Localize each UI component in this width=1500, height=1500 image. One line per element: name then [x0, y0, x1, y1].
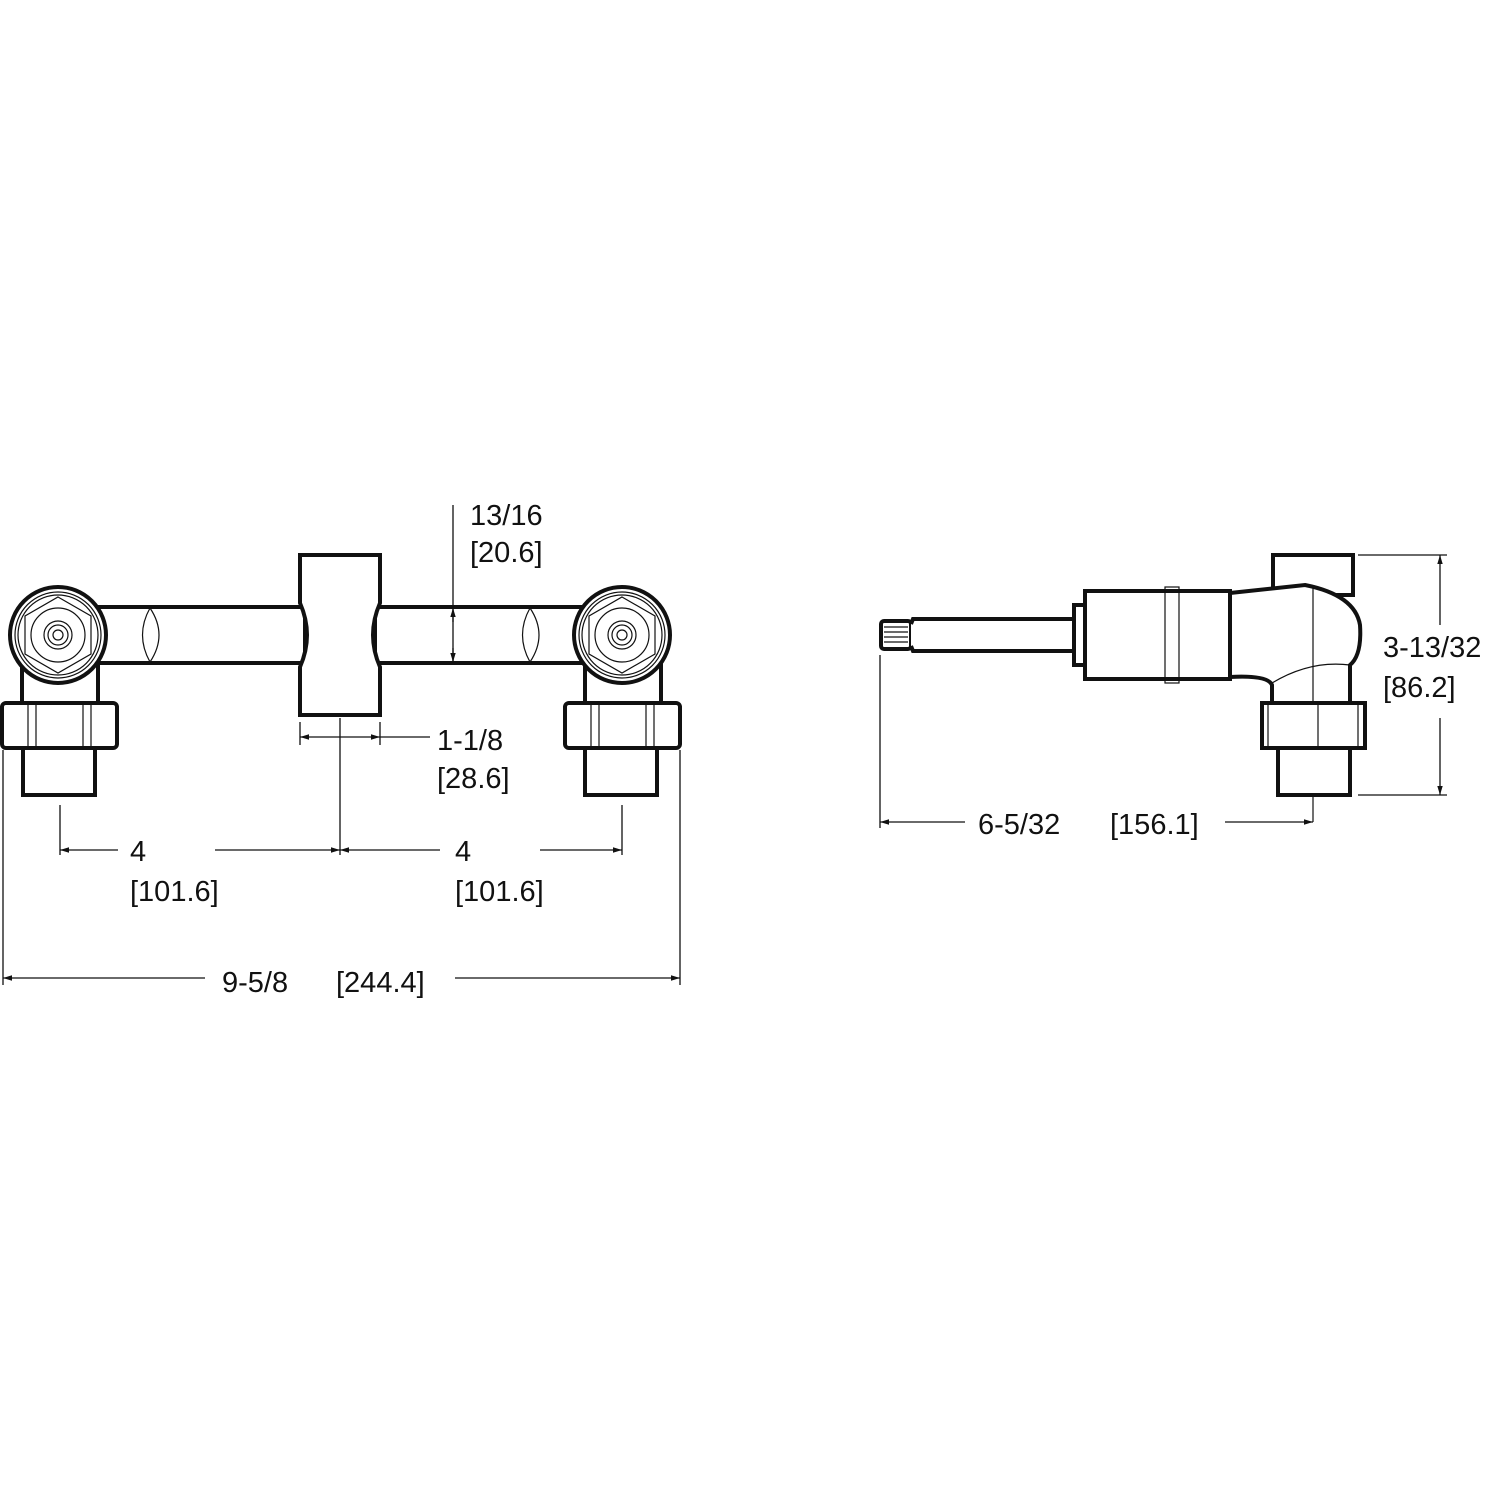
cross-width-mm: [28.6] [437, 763, 510, 795]
side-union-nut [1260, 701, 1367, 797]
left-spacing-mm: [101.6] [130, 876, 219, 908]
cross-width-inch: 1-1/8 [437, 725, 503, 757]
pipe-right [373, 605, 587, 665]
center-cross-fitting [298, 553, 382, 717]
valve-body [1083, 553, 1363, 822]
pipe-diameter-inch: 13/16 [470, 500, 543, 532]
depth-inch: 6-5/32 [978, 809, 1060, 841]
left-valve [0, 585, 119, 797]
dimension-spacing [59, 805, 623, 855]
pipe-left [93, 605, 307, 665]
left-spacing-inch: 4 [130, 836, 146, 868]
front-view: 13/16 [20.6] 1-1/8 [28.6] 4 [101.6] 4 [1… [0, 500, 682, 999]
height-mm: [86.2] [1383, 672, 1456, 704]
right-spacing-inch: 4 [455, 836, 471, 868]
dimension-cross-width [299, 718, 430, 855]
height-inch: 3-13/32 [1383, 632, 1481, 664]
side-view: 6-5/32 [156.1] 3-13/32 [86.2] [879, 553, 1481, 841]
right-spacing-mm: [101.6] [455, 876, 544, 908]
dimension-overall-width [2, 750, 681, 985]
overall-width-inch: 9-5/8 [222, 967, 288, 999]
overall-width-mm: [244.4] [336, 967, 425, 999]
dimension-depth [879, 655, 1313, 828]
depth-mm: [156.1] [1110, 809, 1199, 841]
pipe-diameter-mm: [20.6] [470, 537, 543, 569]
valve-stem [879, 603, 1087, 667]
dimension-height [1358, 554, 1447, 796]
right-valve [563, 585, 682, 797]
